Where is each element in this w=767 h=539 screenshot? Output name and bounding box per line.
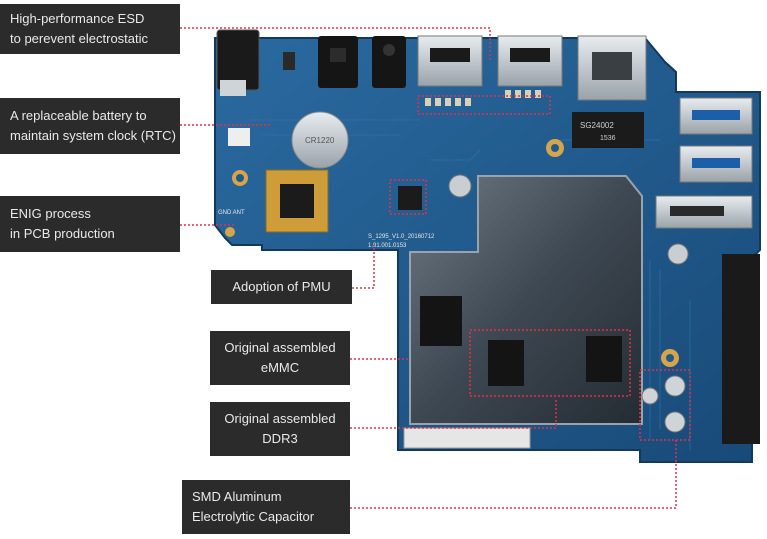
callout-pmu: Adoption of PMU xyxy=(211,270,352,304)
callout-ddr3: Original assembled DDR3 xyxy=(210,402,350,456)
callout-battery-text: A replaceable battery to maintain system… xyxy=(10,108,176,143)
lan-chip-code: 1536 xyxy=(600,135,616,142)
battery-label: CR1220 xyxy=(305,136,335,145)
capacitor xyxy=(448,174,472,198)
capacitor xyxy=(667,243,689,265)
callout-ddr3-text: Original assembled DDR3 xyxy=(224,411,336,446)
sd-card-slot xyxy=(722,254,760,444)
smd-aluminum-capacitors xyxy=(641,375,686,433)
callout-enig-text: ENIG process in PCB production xyxy=(10,206,115,241)
gpio-connector xyxy=(403,427,531,449)
callout-esd: High-performance ESD to perevent electro… xyxy=(0,4,180,54)
rtc-battery: CR1220 xyxy=(291,111,349,169)
pmu-chip xyxy=(398,186,422,210)
usb-port-2 xyxy=(679,145,753,183)
usb-port-1 xyxy=(679,97,753,135)
emi-shield xyxy=(409,175,643,425)
reset-button xyxy=(283,52,295,70)
esd-components xyxy=(425,90,541,106)
wifi-module xyxy=(265,169,329,233)
lan-transformer-chip: SG24002 1536 xyxy=(572,112,644,148)
callout-emmc: Original assembled eMMC xyxy=(210,331,350,385)
antenna-labels: GND ANT xyxy=(218,210,245,216)
highlight-boxes xyxy=(389,95,691,441)
antenna-pad xyxy=(225,227,235,237)
board-version: S_1295_V1.0_20160712 xyxy=(368,234,435,240)
callout-capacitor-text: SMD Aluminum Electrolytic Capacitor xyxy=(192,489,315,524)
callout-pmu-text: Adoption of PMU xyxy=(232,279,331,294)
callout-capacitor: SMD Aluminum Electrolytic Capacitor xyxy=(182,480,350,534)
lan-chip-label: SG24002 xyxy=(580,121,614,130)
audio-jack xyxy=(372,36,406,88)
ddr3-chip-2 xyxy=(586,336,622,382)
callout-battery: A replaceable battery to maintain system… xyxy=(0,98,180,154)
callout-enig: ENIG process in PCB production xyxy=(0,196,180,252)
hdmi-port-1 xyxy=(417,35,483,87)
leader-lines xyxy=(180,27,677,509)
usb-port-3 xyxy=(655,195,753,229)
callout-emmc-text: Original assembled eMMC xyxy=(224,340,336,375)
ddr3-chip-1 xyxy=(488,340,524,386)
callout-esd-text: High-performance ESD to perevent electro… xyxy=(10,11,149,46)
hdmi-port-2 xyxy=(497,35,563,87)
battery-connector xyxy=(228,128,250,146)
ethernet-port xyxy=(577,35,647,101)
emmc-chip xyxy=(420,296,462,346)
board-id: 1.91.001.0153 xyxy=(368,243,407,249)
